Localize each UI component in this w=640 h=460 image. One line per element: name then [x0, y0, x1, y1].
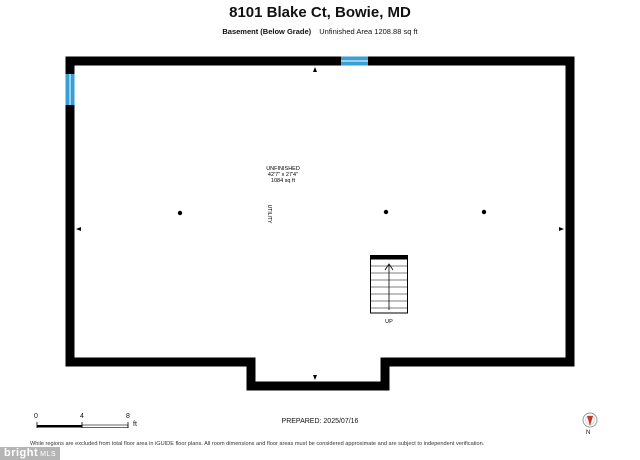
scale-unit: ft [133, 421, 137, 428]
scale-tick-0: 0 [34, 413, 38, 420]
stairs-label: UP [385, 319, 393, 325]
room-dimensions: 42'7" x 27'4" [268, 172, 298, 178]
post [177, 210, 183, 216]
stairs [370, 255, 408, 314]
scale-bar [36, 422, 129, 428]
prepared-date: PREPARED: 2025/07/16 [281, 418, 359, 425]
area-label: Unfinished Area 1208.88 sq ft [319, 27, 418, 36]
watermark-text: bright [4, 447, 39, 459]
watermark-suffix: MLS [40, 451, 57, 458]
compass-icon [582, 412, 598, 428]
room-area: 1084 sq ft [271, 178, 296, 184]
post [383, 209, 389, 215]
plan-subtitle: Basement (Below Grade) Unfinished Area 1… [0, 27, 640, 36]
plan-title: 8101 Blake Ct, Bowie, MD [229, 4, 411, 21]
compass-north-label: N [586, 430, 591, 436]
post [481, 209, 487, 215]
scale-tick-8: 8 [126, 413, 130, 420]
arrow-bottom [313, 375, 317, 380]
level-label: Basement (Below Grade) [222, 27, 312, 36]
arrow-left [76, 227, 81, 231]
arrow-top [313, 67, 317, 72]
arrow-right [559, 227, 564, 231]
room-name: UNFINISHED [266, 166, 300, 172]
utility-label: UTILITY [266, 205, 272, 224]
scale-tick-4: 4 [80, 413, 84, 420]
exterior-wall [65, 56, 575, 391]
disclaimer: While regions are excluded from total fl… [30, 441, 485, 447]
